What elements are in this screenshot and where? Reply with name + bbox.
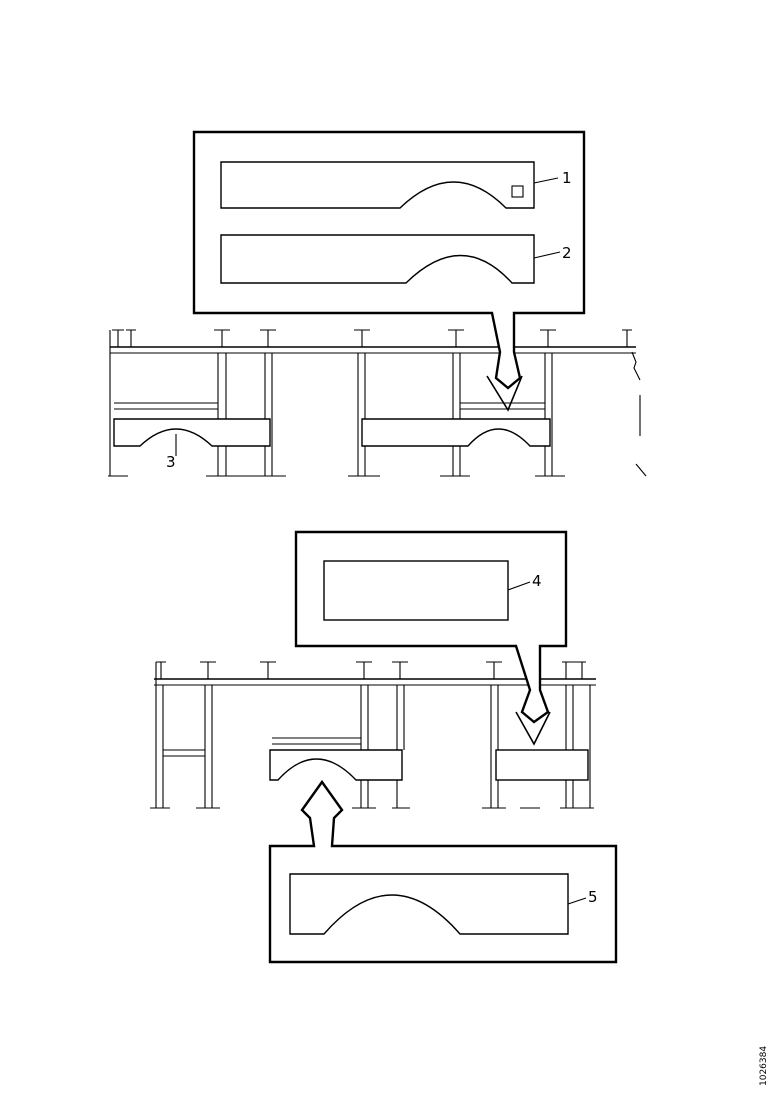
plate-middle (269, 749, 403, 781)
clamp (260, 329, 276, 348)
arrow-head-4 (515, 711, 551, 746)
break-mark (631, 351, 641, 381)
arrow-head-top (486, 375, 523, 412)
figure-code: 1026384 (759, 1046, 769, 1086)
bottom-posts (150, 662, 594, 809)
hole-feature (511, 185, 524, 198)
callout-label-2: 2 (562, 244, 572, 262)
inner-plate-2 (220, 234, 535, 284)
inner-plate-4 (323, 560, 509, 621)
clamp (214, 329, 230, 348)
callout-box-5 (268, 779, 618, 964)
clamp (354, 329, 370, 348)
plate-left (113, 418, 271, 447)
callout-4 (294, 530, 568, 746)
bottom-assembly (150, 661, 596, 809)
plate-right (361, 418, 551, 447)
clamp (540, 329, 556, 348)
callout-5 (268, 779, 618, 964)
clamp (448, 329, 464, 348)
inner-plate-1 (220, 161, 535, 209)
top-callout (192, 130, 586, 412)
clamp (126, 329, 136, 348)
clamp (112, 329, 124, 348)
callout-label-1: 1 (562, 169, 572, 187)
callout-label-3: 3 (166, 453, 176, 471)
plate-right-plain (495, 749, 589, 781)
top-assembly (108, 329, 647, 477)
inner-plate-5 (289, 873, 569, 935)
callout-label-5: 5 (588, 888, 598, 906)
top-clamps (112, 329, 632, 348)
clamp (622, 329, 632, 348)
callout-label-4: 4 (532, 572, 542, 590)
top-posts (108, 330, 647, 477)
bottom-clamps (156, 661, 586, 680)
